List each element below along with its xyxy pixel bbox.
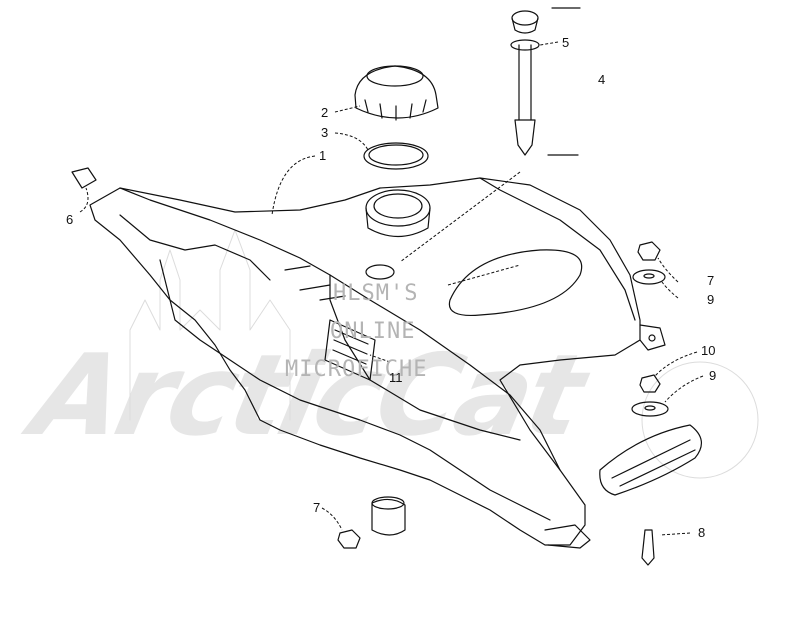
watermark-line-3: MICROFICHE [285,357,428,382]
gauge-stem [518,44,532,121]
filler-neck-base [365,207,431,237]
tank-slot-b [299,284,331,291]
leader-2 [334,105,361,113]
tank-slot-a [284,265,311,271]
callout-9-upper: 9 [707,292,715,307]
label-plate-line-3 [332,349,367,365]
mount-tab-hole [648,334,656,342]
gauge-grommet [510,39,540,51]
filler-neck [365,189,431,227]
lock-nut [639,374,661,393]
leader-9a [661,281,679,299]
rubber-pad [599,424,702,496]
callout-11: 11 [389,370,403,385]
leader-3 [334,132,369,151]
leader-8 [659,532,691,536]
callout-2: 2 [321,105,329,120]
tank-top-edge [119,187,561,471]
gauge-float [514,119,536,156]
fuel-cap-grip [364,99,427,121]
callout-8: 8 [698,525,706,540]
washer-upper-hole [643,273,655,279]
label-plate-line-2 [333,339,368,355]
skyline-silhouette [129,229,291,421]
leader-10 [654,351,698,377]
label-plate [324,319,376,381]
washer-lower [631,401,669,417]
fuel-tank-outline [89,177,641,546]
rivet [71,167,97,189]
washer-lower-hole [644,405,656,411]
leader-7a [657,257,679,283]
sender-opening [365,264,395,280]
gauge-knob [511,10,539,26]
fuel-cap-top [366,65,424,87]
leader-9b [664,375,704,403]
callout-9-lower: 9 [709,368,717,383]
fuel-cap-gasket-inner [368,144,424,166]
watermark-line-1: HLSM'S [333,281,419,306]
watermark-line-2: ONLINE [330,319,416,344]
label-plate-line-1 [334,329,369,345]
wheel-silhouette [641,361,759,479]
filler-neck-inner [373,193,423,219]
flange-nut-lower [337,529,361,549]
flange-nut-upper [637,241,661,261]
callout-10: 10 [701,343,716,358]
leader-5 [539,41,559,46]
washer-upper [632,269,666,285]
leader-1 [271,155,316,216]
leader-sender [399,171,521,263]
leader-7b [321,507,343,531]
gauge-knob-body [511,17,539,34]
fuel-cap [354,65,439,119]
spacer [371,498,406,536]
tank-rear-edge [479,177,636,321]
leader-11 [369,354,391,363]
fuel-cap-gasket [363,142,429,170]
callout-3: 3 [321,125,329,140]
callout-5: 5 [562,35,570,50]
spacer-top [371,496,405,510]
callout-6: 6 [66,212,74,227]
tank-slot-c [319,295,346,301]
leader-decal [447,264,521,286]
tank-side-flange [119,214,271,281]
callout-7-upper: 7 [707,273,715,288]
tank-decal-oval [448,249,583,317]
tank-lower-body [159,259,551,521]
mount-tab-rear [544,524,591,549]
bolt [641,529,655,566]
callout-4: 4 [598,72,606,87]
callout-7-lower: 7 [313,500,321,515]
mount-tab-right [639,324,666,351]
rubber-pad-ribs [611,439,696,487]
callout-1: 1 [319,148,327,163]
leader-6 [79,187,89,213]
